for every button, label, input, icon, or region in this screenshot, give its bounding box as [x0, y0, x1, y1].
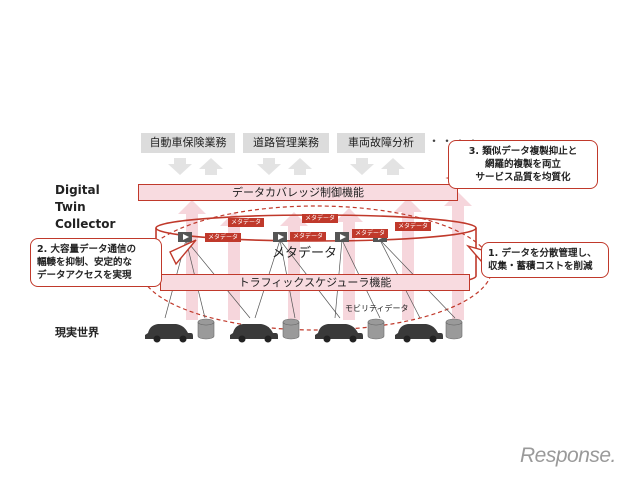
database-icons	[197, 318, 463, 340]
arrow-up-1	[199, 158, 223, 175]
car-icons	[145, 324, 443, 343]
metadata-tag: メタデータ	[205, 233, 242, 242]
response-logo: Response.	[520, 444, 616, 467]
coverage-control-bar: データカバレッジ制御機能	[138, 184, 458, 201]
arrow-up-2	[288, 158, 312, 175]
metadata-tag: メタデータ	[352, 229, 389, 238]
callout-3: 3. 類似データ複製抑止と 網羅的複製を両立 サービス品質を均質化	[448, 140, 598, 189]
metadata-tag: メタデータ	[395, 222, 432, 231]
arrow-up-3	[381, 158, 405, 175]
arrow-down-1	[168, 158, 192, 175]
traffic-scheduler-bar: トラフィックスケジューラ機能	[160, 274, 470, 291]
business-box-road: 道路管理業務	[243, 133, 329, 153]
metadata-tag: メタデータ	[290, 232, 327, 241]
platform-title: Digital Twin Collector	[55, 183, 116, 231]
business-box-failure: 車両故障分析	[337, 133, 425, 153]
arrow-down-2	[257, 158, 281, 175]
business-box-insurance: 自動車保険業務	[141, 133, 235, 153]
mobility-data-label: モビリティデータ	[345, 304, 409, 313]
callout-1: 1. データを分散管理し、 収集・蓄積コストを削減	[481, 242, 609, 278]
arrow-down-3	[350, 158, 374, 175]
metadata-label: メタデータ	[272, 246, 338, 261]
metadata-tag: メタデータ	[302, 214, 339, 223]
real-world-label: 現実世界	[55, 326, 99, 339]
callout-2: 2. 大容量データ通信の 輻輳を抑制、安定的な データアクセスを実現	[30, 238, 162, 287]
metadata-tag: メタデータ	[228, 218, 265, 227]
